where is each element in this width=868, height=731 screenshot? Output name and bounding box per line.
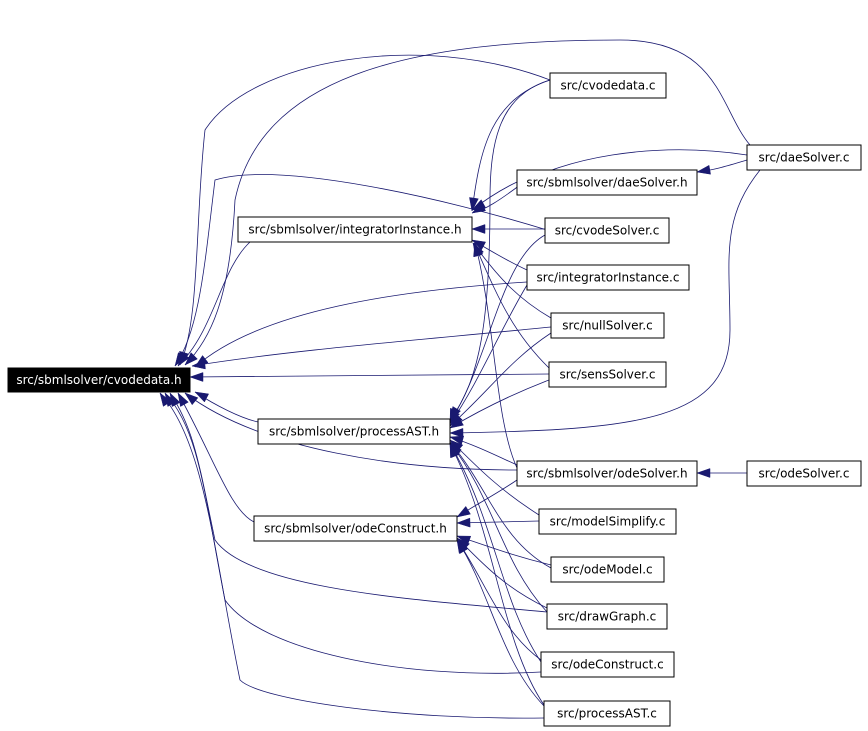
node-label: src/sbmlsolver/cvodedata.h — [16, 373, 181, 387]
edge-processast-c — [159, 392, 545, 719]
node-label: src/odeConstruct.c — [551, 658, 663, 672]
node-daesolver-c[interactable]: src/daeSolver.c — [746, 144, 862, 171]
node-cvodesolver-c[interactable]: src/cvodeSolver.c — [544, 217, 670, 244]
edge-modelsimplify-c-odec — [456, 520, 540, 524]
node-odemodel-c[interactable]: src/odeModel.c — [550, 556, 665, 583]
edge-integratorinstance-h — [177, 241, 251, 367]
node-senssolver-c[interactable]: src/sensSolver.c — [548, 361, 667, 388]
edge-senssolver-c-integ — [473, 242, 550, 369]
node-integratorinstance-h[interactable]: src/sbmlsolver/integratorInstance.h — [237, 216, 473, 243]
node-label: src/integratorInstance.c — [537, 271, 680, 285]
edge-modelsimplify-c-odec-arrowhead — [456, 517, 471, 528]
edge-processast-c-arrowhead — [159, 392, 172, 407]
edge-cvodesolver-c — [174, 174, 548, 367]
edge-nullsolver-c-proc — [449, 332, 552, 427]
edge-cvodesolver-c-integ-arrowhead — [471, 224, 486, 234]
edge-drawgraph-c-proc — [449, 442, 548, 613]
edge-processast-c-odec — [456, 539, 545, 707]
edge-odesolver-h-integ-arrowhead — [473, 242, 483, 258]
edge-processast-h-arrowhead — [194, 391, 210, 403]
edge-nullsolver-c — [191, 326, 552, 367]
edge-daesolver-c-proc-arrowhead — [449, 428, 464, 438]
node-label: src/odeModel.c — [562, 563, 652, 577]
edge-odesolver-c-to-h-arrowhead — [696, 468, 711, 478]
edge-odeconstruct-c-proc — [449, 443, 542, 663]
edge-processast-c-proc — [449, 443, 545, 706]
edge-drawgraph-c — [169, 392, 548, 613]
edge-integratorinstance-c-proc — [449, 284, 528, 425]
node-processast-c[interactable]: src/processAST.c — [543, 700, 671, 727]
file-nodes: src/sbmlsolver/cvodedata.h src/sbmlsolve… — [7, 72, 862, 727]
node-cvodedata-h[interactable]: src/sbmlsolver/cvodedata.h — [7, 367, 191, 393]
edge-senssolver-c-arrowhead — [189, 372, 204, 382]
node-integratorinstance-c[interactable]: src/integratorInstance.c — [526, 264, 690, 291]
node-label: src/cvodeSolver.c — [555, 224, 660, 238]
node-daesolver-h[interactable]: src/sbmlsolver/daeSolver.h — [516, 169, 698, 196]
node-label: src/sbmlsolver/daeSolver.h — [526, 176, 687, 190]
edge-odeconstruct-c — [164, 392, 542, 674]
dependency-edges — [159, 39, 761, 719]
edge-cvodedata-c — [179, 54, 551, 366]
edge-processast-c-odec-arrowhead — [456, 539, 468, 554]
edge-cvodesolver-c-arrowhead — [174, 352, 187, 367]
node-label: src/sbmlsolver/processAST.h — [269, 425, 439, 439]
edge-senssolver-c — [189, 373, 550, 378]
node-label: src/sensSolver.c — [559, 368, 655, 382]
edge-integratorinstance-c-integ-arrowhead — [471, 239, 486, 251]
node-label: src/odeSolver.c — [759, 467, 850, 481]
node-label: src/sbmlsolver/odeSolver.h — [526, 467, 687, 481]
node-odesolver-c[interactable]: src/odeSolver.c — [746, 460, 862, 487]
edge-processast-c-proc-arrowhead — [449, 443, 460, 459]
node-cvodedata-c[interactable]: src/cvodedata.c — [549, 72, 667, 99]
node-label: src/cvodedata.c — [560, 79, 655, 93]
node-label: src/daeSolver.c — [759, 151, 850, 165]
edge-odeconstruct-h — [177, 392, 255, 523]
edge-daesolver-c-to-h-arrowhead — [696, 164, 711, 175]
node-odeconstruct-h[interactable]: src/sbmlsolver/odeConstruct.h — [253, 515, 458, 542]
node-odeconstruct-c[interactable]: src/odeConstruct.c — [540, 651, 675, 678]
edge-odemodel-c-proc — [449, 441, 552, 569]
edge-cvodesolver-c-proc — [449, 234, 546, 423]
edge-odesolver-h-proc-arrowhead — [449, 435, 465, 446]
node-label: src/drawGraph.c — [558, 610, 657, 624]
node-nullsolver-c[interactable]: src/nullSolver.c — [550, 312, 665, 339]
edge-integratorinstance-c — [194, 281, 528, 368]
edge-daesolver-c-integ-arrowhead — [471, 202, 486, 214]
node-label: src/sbmlsolver/odeConstruct.h — [264, 522, 447, 536]
node-label: src/modelSimplify.c — [550, 515, 666, 529]
edge-odesolver-h-odec-arrowhead — [456, 505, 471, 518]
edge-daesolver-c-proc — [449, 169, 761, 434]
edge-odemodel-c-odec — [456, 535, 552, 566]
edge-odeconstruct-h-arrowhead — [177, 392, 189, 407]
edge-senssolver-c-proc — [449, 379, 550, 429]
node-processast-h[interactable]: src/sbmlsolver/processAST.h — [257, 418, 451, 445]
edge-daesolver-c — [184, 39, 751, 366]
edge-odeconstruct-c-odec — [456, 539, 542, 661]
node-label: src/sbmlsolver/integratorInstance.h — [248, 223, 461, 237]
node-modelsimplify-c[interactable]: src/modelSimplify.c — [538, 508, 677, 535]
edge-odesolver-h-integ — [474, 242, 518, 469]
node-odesolver-h[interactable]: src/sbmlsolver/odeSolver.h — [516, 460, 698, 487]
edge-nullsolver-c-arrowhead — [191, 359, 206, 370]
node-label: src/processAST.c — [557, 707, 657, 721]
edge-cvodedata-c-proc — [449, 79, 551, 421]
edge-odesolver-h-arrowhead — [184, 392, 199, 406]
node-drawgraph-c[interactable]: src/drawGraph.c — [546, 603, 668, 630]
edge-cvodedata-c-integ-arrowhead — [469, 197, 479, 212]
node-label: src/nullSolver.c — [562, 319, 652, 333]
edge-senssolver-c-proc-arrowhead — [449, 417, 464, 429]
